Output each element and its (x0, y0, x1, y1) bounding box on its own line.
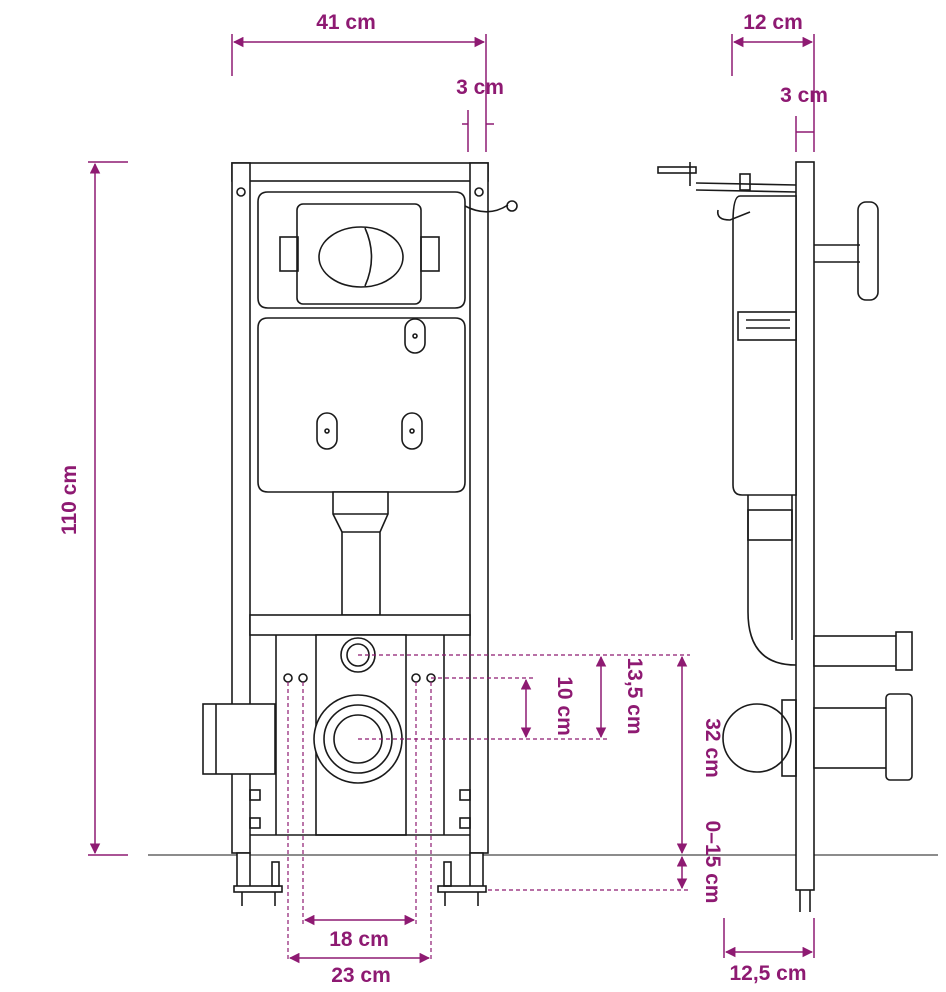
dim-total-height: 110 cm (58, 465, 81, 535)
inlet-hose (464, 204, 509, 213)
dim-side-depth: 12 cm (743, 11, 803, 34)
dim-stud-spacing-inner: 18 cm (329, 928, 389, 951)
bolt-hole (283, 673, 293, 683)
dim-bolt-spacing: 10 cm (553, 676, 576, 736)
left-foot (236, 852, 251, 889)
dim-side-foot-depth: 12,5 cm (729, 962, 806, 985)
flush-button (318, 226, 404, 288)
bolt-hole (411, 673, 421, 683)
side-inlet-pipe (813, 635, 905, 667)
side-flush-pipe (747, 495, 797, 666)
side-outlet (722, 703, 792, 773)
dim-stud-spacing-outer: 23 cm (331, 964, 391, 987)
dim-floor-adjust: 0–15 cm (701, 821, 724, 904)
front-view (202, 162, 518, 906)
dim-front-frame-depth: 3 cm (456, 76, 504, 99)
cistern-body (257, 317, 466, 493)
side-flush-plate (857, 201, 879, 301)
side-upright (795, 161, 815, 891)
frame-top-plate (231, 162, 489, 182)
dim-inlet-height: 13,5 cm (623, 657, 646, 734)
side-outlet-pipe (813, 707, 891, 769)
right-foot (469, 852, 484, 889)
flush-pipe (332, 491, 389, 616)
side-view (657, 161, 913, 912)
side-cistern (732, 195, 797, 496)
bolt-hole (298, 673, 308, 683)
waste-pipe-stub (202, 703, 276, 775)
frame-right-upright (469, 162, 489, 854)
dim-side-frame-depth: 3 cm (780, 84, 828, 107)
frame-crossbar (249, 614, 471, 636)
dim-front-width: 41 cm (316, 11, 376, 34)
dim-outlet-height: 32 cm (701, 718, 724, 778)
